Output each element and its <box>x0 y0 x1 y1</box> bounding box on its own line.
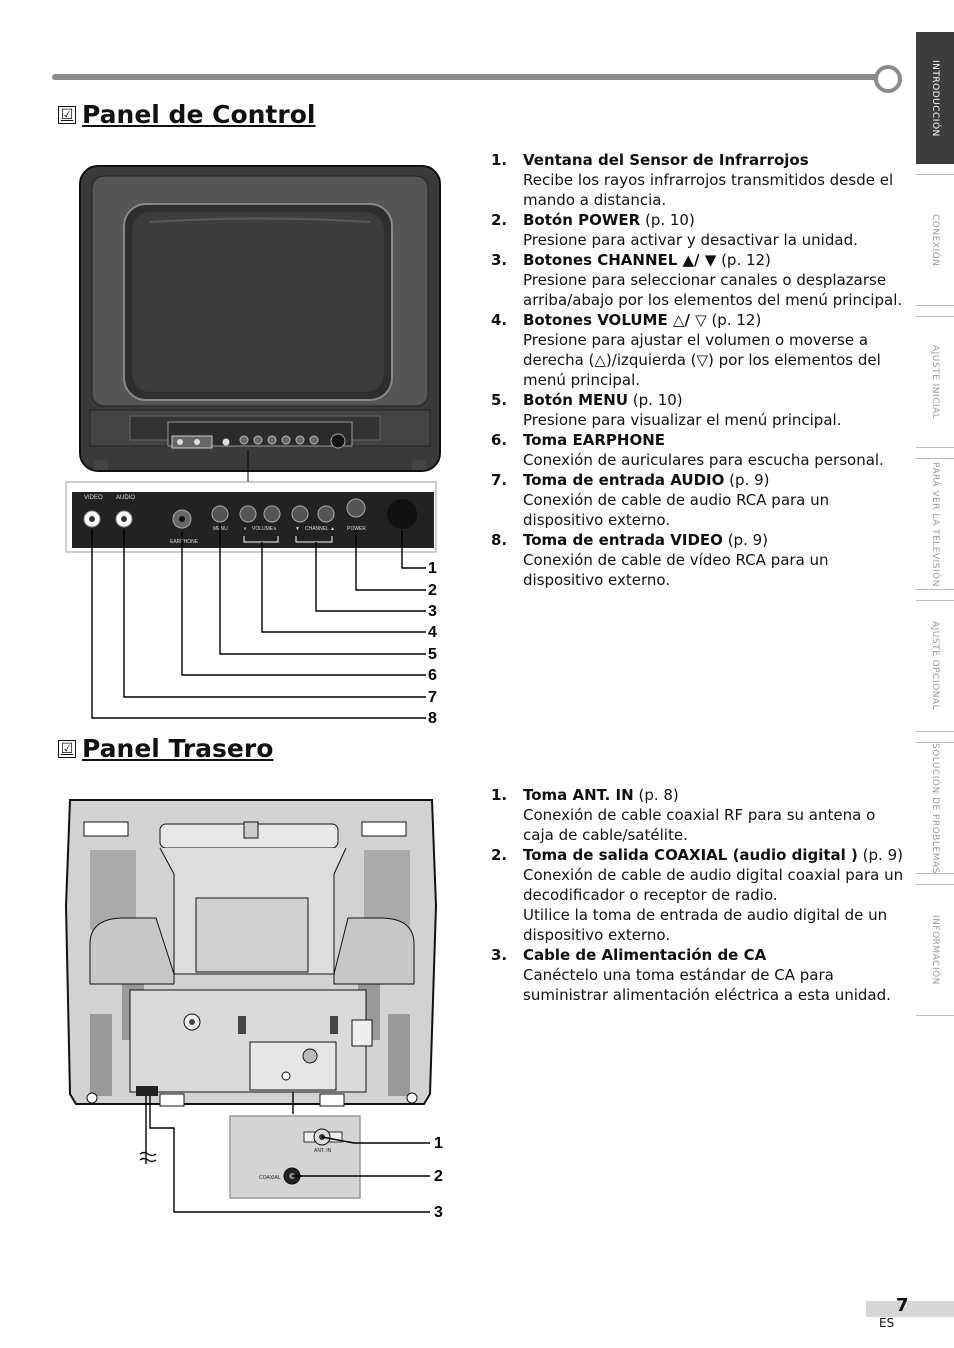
list-item: 5.Botón MENU (p. 10)Presione para visual… <box>491 391 842 429</box>
tab-label: AJUSTE OPCIONAL <box>930 621 940 711</box>
tab-label: INTRODUCCIÓN <box>930 59 940 137</box>
tab-label: INFORMACIÓN <box>930 915 940 985</box>
label-ant-in: ANT. IN <box>314 1148 332 1154</box>
label-video: VIDEO <box>84 495 103 501</box>
callout-4: 4 <box>428 624 437 641</box>
control-panel-detail: VIDEO AUDIO EARPHONE MENU ∨ VOLUME ∧ ▼ C… <box>65 481 437 553</box>
rear-callout-2: 2 <box>434 1168 443 1185</box>
checkbox-icon: ☑ <box>58 739 76 758</box>
list-item: 4.Botones VOLUME △/ ▽ (p. 12)Presione pa… <box>491 311 881 389</box>
rear-callout-1: 1 <box>434 1135 443 1152</box>
callout-7: 7 <box>428 689 437 706</box>
list-item: 2.Botón POWER (p. 10)Presione para activ… <box>491 211 858 249</box>
rear-panel-detail: ANT. IN COAXIAL <box>229 1115 361 1199</box>
list-item: 1.Toma ANT. IN (p. 8)Conexión de cable c… <box>491 786 876 844</box>
page-language: ES <box>879 1316 895 1330</box>
header-rule-circle <box>874 65 902 93</box>
callout-3: 3 <box>428 603 437 620</box>
rear-leader-lines <box>139 1096 430 1213</box>
list-item: 8.Toma de entrada VIDEO (p. 9)Conexión d… <box>491 531 829 589</box>
tv-rear-illustration: ANT. IN COAXIAL 1 2 3 <box>64 799 443 1221</box>
header-rule <box>52 74 880 80</box>
section-title-panel-trasero: ☑ Panel Trasero <box>58 734 273 763</box>
tv-front-illustration: VIDEO AUDIO EARPHONE MENU ∨ VOLUME ∧ ▼ C… <box>65 165 441 727</box>
checkbox-icon: ☑ <box>58 105 76 124</box>
label-volume: VOLUME <box>252 526 274 532</box>
callout-8: 8 <box>428 710 437 727</box>
callout-6: 6 <box>428 667 437 684</box>
label-channel: CHANNEL <box>305 526 329 532</box>
svg-text:∨: ∨ <box>243 526 247 532</box>
tab-label: PARA VER LA TELEVISIÓN <box>930 461 940 587</box>
section-title-text: Panel de Control <box>82 100 316 129</box>
tab-label: SOLUCIÓN DE PROBLEMAS <box>930 742 940 874</box>
tab-ajuste-inicial[interactable]: AJUSTE INICIAL <box>916 316 954 448</box>
tab-ajuste-opcional[interactable]: AJUSTE OPCIONAL <box>916 600 954 732</box>
callout-5: 5 <box>428 646 437 663</box>
tab-introduccion[interactable]: INTRODUCCIÓN <box>916 32 954 164</box>
tab-conexion[interactable]: CONEXIÓN <box>916 174 954 306</box>
label-earphone: EARPHONE <box>170 539 199 545</box>
callout-2: 2 <box>428 582 437 599</box>
tv-rear-body <box>64 799 438 1107</box>
list-item: 3.Botones CHANNEL ▲/ ▼ (p. 12)Presione p… <box>491 251 903 309</box>
section-title-text: Panel Trasero <box>82 734 274 763</box>
svg-text:▲: ▲ <box>330 526 335 532</box>
list-item: 7.Toma de entrada AUDIO (p. 9)Conexión d… <box>491 471 830 529</box>
label-audio: AUDIO <box>116 495 135 501</box>
label-coaxial: COAXIAL <box>259 1175 281 1181</box>
rear-panel-list: 1.Toma ANT. IN (p. 8)Conexión de cable c… <box>491 785 906 1005</box>
tab-informacion[interactable]: INFORMACIÓN <box>916 884 954 1016</box>
tab-label: CONEXIÓN <box>930 213 940 267</box>
list-item: 2.Toma de salida COAXIAL (audio digital … <box>491 846 904 944</box>
callout-1: 1 <box>428 560 437 577</box>
tv-body <box>79 165 441 490</box>
page-number-bar <box>866 1301 954 1317</box>
tab-solucion-de-problemas[interactable]: SOLUCIÓN DE PROBLEMAS <box>916 742 954 874</box>
svg-text:∧: ∧ <box>273 526 277 532</box>
leader-lines <box>91 524 426 719</box>
tab-label: AJUSTE INICIAL <box>930 344 940 420</box>
section-title-panel-control: ☑ Panel de Control <box>58 100 315 129</box>
tab-para-ver-la-television[interactable]: PARA VER LA TELEVISIÓN <box>916 458 954 590</box>
label-power: POWER <box>347 526 366 532</box>
rear-callout-3: 3 <box>434 1204 443 1221</box>
page-number: 7 <box>896 1295 909 1316</box>
svg-text:▼: ▼ <box>295 526 300 532</box>
